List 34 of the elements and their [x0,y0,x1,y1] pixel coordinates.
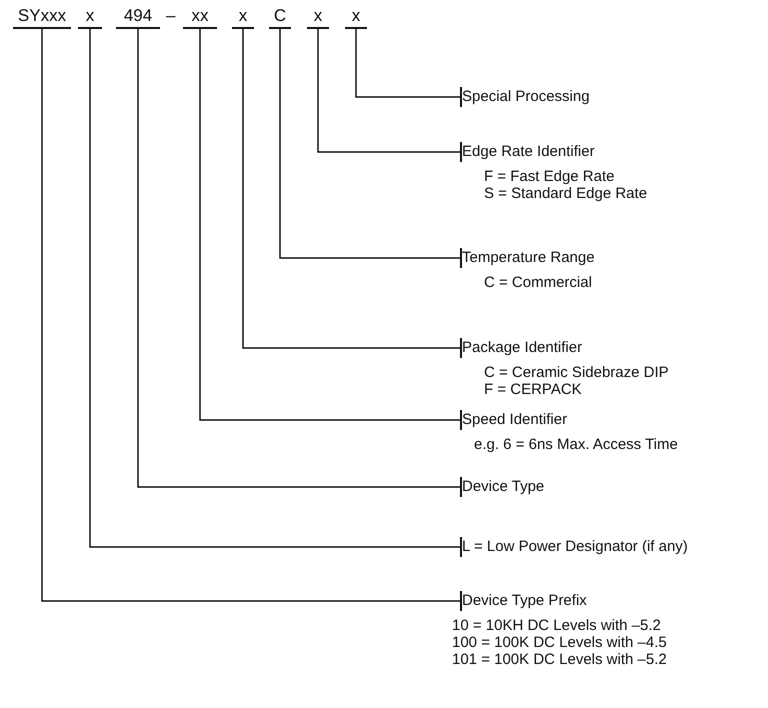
code-value: C = Ceramic Sidebraze DIP [484,364,669,381]
code-segment: xx [183,6,217,29]
code-value: F = Fast Edge Rate [484,168,616,185]
code-value: S = Standard Edge Rate [484,185,648,202]
field-name: Temperature Range [462,249,595,266]
leader-line [89,29,462,558]
field-name: Edge Rate Identifier [462,143,596,160]
code-value: C = Commercial [484,274,593,291]
leader-line [41,29,462,612]
code-segment: SYxxx [13,6,71,29]
leader-line [355,29,462,108]
field-name: Device Type [462,478,544,495]
code-value: 10 = 10KH DC Levels with –5.2 [452,617,662,634]
code-segment: C [269,6,291,29]
leader-line [199,29,462,431]
code-value: F = CERPACK [484,381,583,398]
code-value: 101 = 100K DC Levels with –5.2 [452,651,668,668]
code-segment: x [307,6,329,29]
code-segment: x [232,6,254,29]
field-name: Special Processing [462,88,590,105]
field-name: Package Identifier [462,339,584,356]
code-segment: 494 [116,6,160,29]
separator-dash: – [166,6,176,26]
code-segment: x [78,6,102,29]
field-name: L = Low Power Designator (if any) [462,538,688,555]
field-name: Device Type Prefix [462,592,588,609]
code-value: 100 = 100K DC Levels with –4.5 [452,634,668,651]
leader-line [242,29,462,359]
leader-line [279,29,462,269]
code-value: e.g. 6 = 6ns Max. Access Time [474,436,678,453]
code-segment: x [345,6,367,29]
field-name: Speed Identifier [462,411,568,428]
leader-line [317,29,462,163]
leader-line [137,29,462,498]
